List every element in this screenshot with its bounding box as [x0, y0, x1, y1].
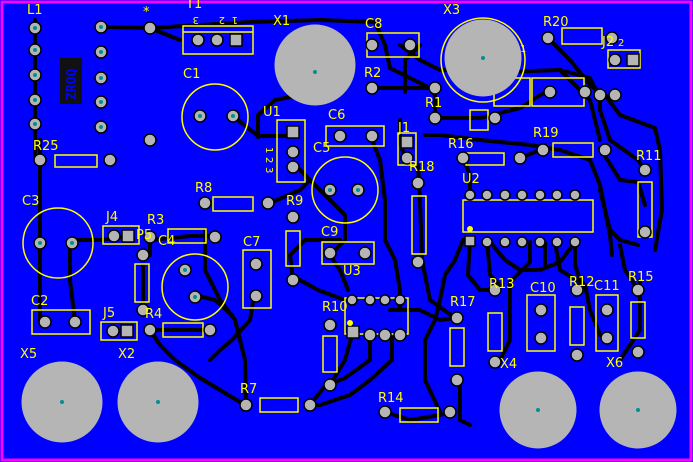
drill-holes — [33, 25, 640, 412]
label-c6: C6 — [328, 108, 345, 123]
label-r12: R12 — [569, 275, 595, 290]
t1-pin-2: 2 — [219, 14, 225, 25]
u1-pin-3: 3 — [263, 167, 274, 173]
silkscreen-outlines — [22, 17, 653, 423]
label-u2: U2 — [462, 172, 480, 187]
label-j4: J4 — [105, 210, 118, 225]
component-labels: L1 T1 X1 C8 X3 R20 J2 C1 R2 R1 U1 C6 J1 … — [20, 0, 662, 406]
label-c7: C7 — [243, 235, 260, 250]
label-c4: C4 — [158, 234, 175, 249]
label-r3: R3 — [147, 213, 164, 228]
label-r20: R20 — [543, 15, 569, 30]
label-j5: J5 — [102, 306, 115, 321]
label-r11: R11 — [636, 149, 662, 164]
label-j1: J1 — [397, 121, 410, 136]
label-c5: C5 — [313, 141, 330, 156]
label-u3: U3 — [343, 264, 361, 279]
label-x2: X2 — [118, 347, 135, 362]
label-c3: C3 — [22, 194, 39, 209]
label-x5: X5 — [20, 347, 37, 362]
label-c2: C2 — [31, 294, 48, 309]
t1-pin-1: 1 — [232, 14, 238, 25]
label-t1: T1 — [185, 0, 202, 12]
pin-number-labels: 3 2 1 1 2 3 1 2 * — [143, 5, 624, 173]
t1-pin-3: 3 — [193, 14, 199, 25]
label-r25: R25 — [33, 139, 59, 154]
label-r19: R19 — [533, 126, 559, 141]
pin-one-markers — [347, 226, 473, 326]
label-x1: X1 — [273, 14, 290, 29]
board-id-badge: ZROQ — [60, 58, 82, 104]
star-marker: * — [143, 5, 150, 20]
label-r8: R8 — [195, 181, 212, 196]
component-pads — [28, 20, 652, 419]
label-r18: R18 — [409, 160, 435, 175]
label-c10: C10 — [530, 281, 556, 296]
label-c9: C9 — [321, 225, 338, 240]
j2-pin: 2 — [618, 38, 624, 49]
label-r14: R14 — [378, 391, 404, 406]
x3-pin-1: 1 — [520, 44, 526, 55]
label-r2: R2 — [364, 66, 381, 81]
label-r4: R4 — [145, 307, 162, 322]
label-c1: C1 — [183, 67, 200, 82]
label-r7: R7 — [240, 382, 257, 397]
label-r15: R15 — [628, 270, 654, 285]
label-x6: X6 — [606, 356, 623, 371]
label-r16: R16 — [448, 137, 474, 152]
label-r13: R13 — [489, 277, 515, 292]
label-r10: R10 — [322, 300, 348, 315]
label-j2: J2 — [601, 35, 614, 50]
u1-pin-1: 1 — [263, 147, 274, 153]
label-c11: C11 — [594, 279, 620, 294]
label-r9: R9 — [286, 194, 303, 209]
label-u1: U1 — [263, 105, 281, 120]
label-c8: C8 — [365, 17, 382, 32]
u1-pin-2: 2 — [263, 157, 274, 163]
label-x3: X3 — [443, 3, 460, 18]
label-l1: L1 — [27, 3, 43, 18]
board-id-text: ZROQ — [65, 69, 80, 100]
label-x4: X4 — [500, 357, 517, 372]
label-r17: R17 — [450, 295, 476, 310]
label-p5: P5 — [136, 228, 152, 243]
label-r1: R1 — [425, 96, 442, 111]
